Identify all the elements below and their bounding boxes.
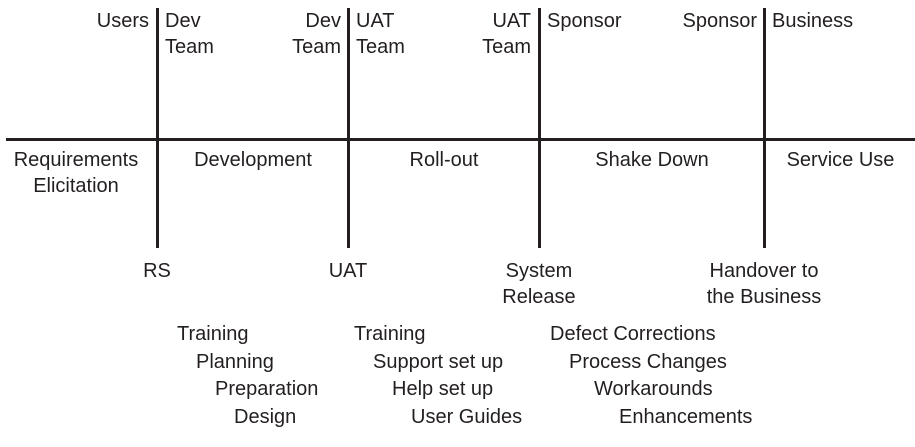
boundary-line-handover — [763, 8, 766, 248]
handoff-4-from: Sponsor — [682, 10, 758, 32]
phase-shake-down: Shake Down — [595, 149, 709, 171]
handoff-4-to: Business — [772, 10, 854, 32]
activity-list-1-item: Training — [177, 323, 249, 345]
phase-service-use: Service Use — [786, 149, 895, 171]
phase-development: Development — [194, 149, 312, 171]
milestone-uat: UAT — [328, 260, 368, 282]
activity-list-2-item: Support set up — [373, 351, 504, 373]
activity-list-1-item: Design — [234, 406, 297, 428]
activity-list-3-item: Workarounds — [594, 378, 713, 400]
boundary-line-rs — [156, 8, 159, 248]
timeline-axis — [6, 138, 915, 141]
activity-list-2-item: Training — [354, 323, 426, 345]
activity-list-3-item: Enhancements — [619, 406, 753, 428]
activity-list-1-item: Preparation — [215, 378, 319, 400]
phase-roll-out: Roll-out — [409, 149, 479, 171]
boundary-line-system-release — [538, 8, 541, 248]
activity-list-1-item: Planning — [196, 351, 274, 373]
activity-list-2-item: User Guides — [411, 406, 523, 428]
milestone-rs: RS — [143, 260, 171, 282]
activity-list-3-item: Defect Corrections — [550, 323, 716, 345]
activity-list-3-item: Process Changes — [569, 351, 727, 373]
handoff-3-to: Sponsor — [547, 10, 622, 32]
boundary-line-uat — [347, 8, 350, 248]
handoff-1-from: Users — [96, 10, 149, 32]
activity-list-2-item: Help set up — [392, 378, 494, 400]
